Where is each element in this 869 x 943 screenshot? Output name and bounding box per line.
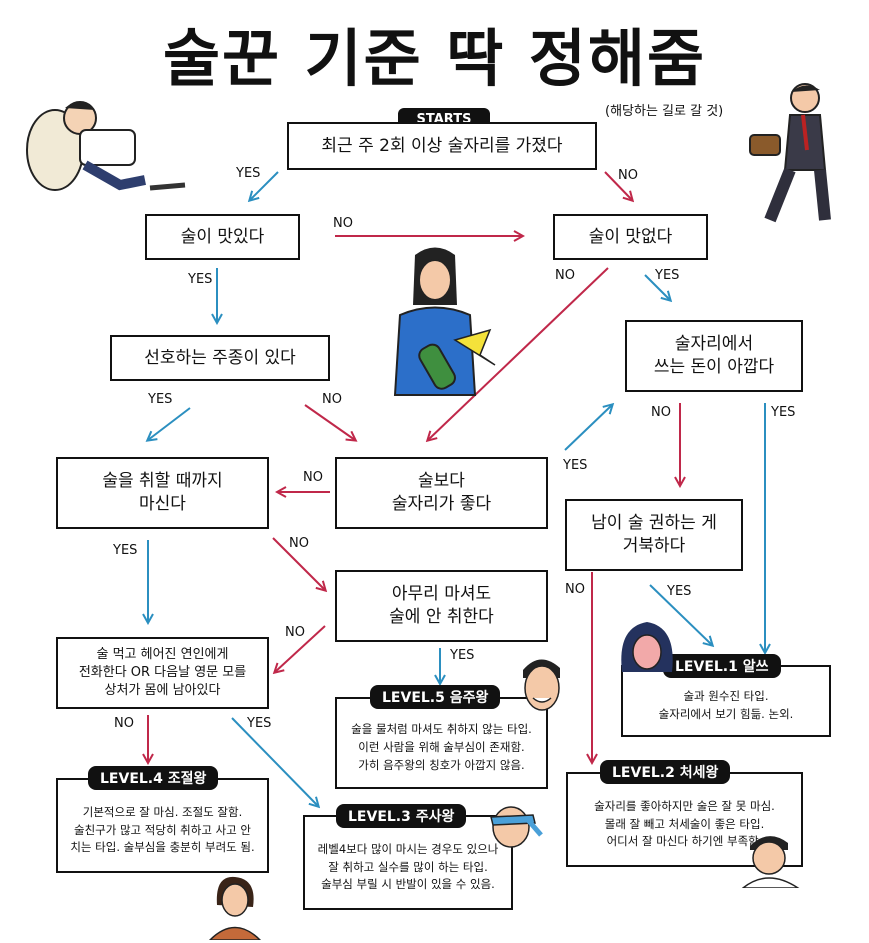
label-tasty-yes: YES xyxy=(188,272,213,287)
node-place-over-drink: 술보다 술자리가 좋다 xyxy=(335,457,548,529)
woman-in-sweater-illustration xyxy=(208,876,262,940)
node-preferred: 선호하는 주종이 있다 xyxy=(110,335,330,381)
level3-box: 레벨4보다 많이 마시는 경우도 있으나 잘 취하고 실수를 많이 하는 타입.… xyxy=(303,815,513,910)
arrow-refuse-yes xyxy=(649,584,712,645)
man-with-headband-illustration xyxy=(490,806,543,848)
crying-woman-illustration xyxy=(621,622,673,672)
level4-tag: LEVEL.4 조절왕 xyxy=(88,766,219,790)
label-nottasty-yes: YES xyxy=(655,268,680,283)
level1-tag: LEVEL.1 알쓰 xyxy=(663,654,781,678)
level4-box: 기본적으로 잘 마심. 조절도 잘함. 술친구가 많고 적당히 취하고 사고 안… xyxy=(56,778,269,873)
label-preferred-yes: YES xyxy=(148,392,173,407)
arrow-never-no xyxy=(275,625,326,672)
man-face-illustration xyxy=(523,659,560,711)
label-money-no: NO xyxy=(651,405,671,420)
level5-tag: LEVEL.5 음주왕 xyxy=(370,685,501,709)
level3-tag: LEVEL.3 주사왕 xyxy=(336,804,467,828)
arrow-q1-no xyxy=(604,171,632,200)
label-ex-yes: YES xyxy=(247,716,272,731)
label-nottasty-no: NO xyxy=(555,268,575,283)
node-q1: 최근 주 2회 이상 술자리를 가졌다 xyxy=(287,122,597,170)
label-refuse-no: NO xyxy=(565,582,585,597)
node-tasty: 술이 맛있다 xyxy=(145,214,300,260)
arrow-nottasty-yes xyxy=(644,274,670,300)
arrow-place-yes xyxy=(564,405,612,451)
label-preferred-no: NO xyxy=(322,392,342,407)
arrow-preferred-yes xyxy=(148,407,191,440)
label-never-yes: YES xyxy=(450,648,475,663)
arrow-preferred-no xyxy=(304,404,355,440)
node-drink-till-drunk: 술을 취할 때까지 마신다 xyxy=(56,457,269,529)
page-subtitle: (해당하는 길로 갈 것) xyxy=(605,104,724,119)
arrow-nottasty-no xyxy=(428,267,609,440)
level1-box: 술과 원수진 타입. 술자리에서 보기 힘듦. 논외. xyxy=(621,665,831,737)
label-q1-no: NO xyxy=(618,168,638,183)
arrow-drink-no xyxy=(272,537,325,590)
label-tasty-no: NO xyxy=(333,216,353,231)
woman-with-bottle-illustration xyxy=(393,247,496,396)
label-never-no: NO xyxy=(285,625,305,640)
node-refuse: 남이 술 권하는 게 거북하다 xyxy=(565,499,743,571)
label-place-no: NO xyxy=(303,470,323,485)
label-place-yes: YES xyxy=(563,458,588,473)
node-money: 술자리에서 쓰는 돈이 아깝다 xyxy=(625,320,803,392)
label-refuse-yes: YES xyxy=(667,584,692,599)
laughing-man-illustration xyxy=(741,836,800,888)
label-drink-yes: YES xyxy=(113,543,138,558)
arrow-q1-yes xyxy=(250,171,279,200)
label-ex-no: NO xyxy=(114,716,134,731)
drunk-man-illustration xyxy=(26,101,186,191)
node-never-drunk: 아무리 마셔도 술에 안 취한다 xyxy=(335,570,548,642)
label-drink-no: NO xyxy=(289,536,309,551)
node-not-tasty: 술이 맛없다 xyxy=(553,214,708,260)
staggering-man-illustration xyxy=(749,83,831,223)
level2-tag: LEVEL.2 처세왕 xyxy=(600,760,731,784)
label-money-yes: YES xyxy=(771,405,796,420)
label-q1-yes: YES xyxy=(236,166,261,181)
arrow-ex-yes xyxy=(231,717,318,806)
node-ex-call: 술 먹고 헤어진 연인에게 전화한다 OR 다음날 영문 모를 상처가 몸에 남… xyxy=(56,637,269,709)
page-title: 술꾼 기준 딱 정해줌 xyxy=(162,22,707,95)
